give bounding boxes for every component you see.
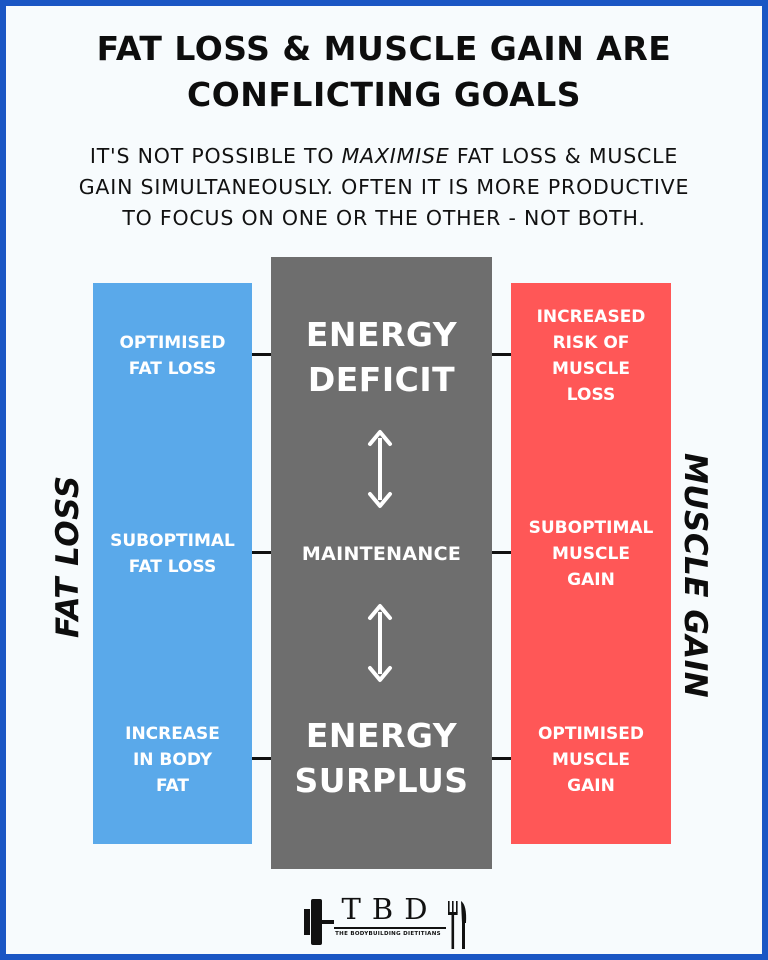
energy-deficit: ENERGY DEFICIT — [305, 315, 458, 399]
muscle-gain-side-label: MUSCLE GAIN — [677, 453, 713, 699]
maintenance: MAINTENANCE — [301, 543, 462, 565]
fat-loss-side-label: FAT LOSS — [50, 475, 86, 638]
title-line-2: CONFLICTING GOALS — [186, 75, 582, 114]
fat-loss-column — [93, 283, 252, 844]
double-arrow-icon — [368, 604, 392, 682]
muscle-gain-optimised: OPTIMISED MUSCLE GAIN — [537, 724, 645, 796]
energy-column — [271, 257, 492, 869]
muscle-loss-risk: INCREASED RISK OF MUSCLE LOSS — [536, 307, 646, 405]
fork-icon — [448, 901, 458, 949]
subtitle-pre: IT'S NOT POSSIBLE TO — [89, 144, 342, 168]
fat-loss-optimised: OPTIMISED FAT LOSS — [119, 333, 226, 379]
subtitle-line-2: GAIN SIMULTANEOUSLY. OFTEN IT IS MORE PR… — [78, 175, 690, 199]
connector-mid-right — [492, 551, 511, 554]
connector-bottom-left — [252, 757, 271, 760]
subtitle: IT'S NOT POSSIBLE TO MAXIMISE FAT LOSS &… — [20, 141, 748, 234]
connector-top-right — [492, 353, 511, 356]
double-arrow-icon — [368, 430, 392, 508]
subtitle-line-1: IT'S NOT POSSIBLE TO MAXIMISE FAT LOSS &… — [20, 141, 748, 172]
subtitle-post: FAT LOSS & MUSCLE — [449, 144, 679, 168]
energy-surplus: ENERGY SURPLUS — [294, 716, 469, 800]
connector-mid-left — [252, 551, 271, 554]
logo-letters: TBD — [341, 892, 439, 926]
subtitle-line-3: TO FOCUS ON ONE OR THE OTHER - NOT BOTH. — [122, 206, 646, 230]
knife-icon — [461, 901, 467, 949]
connector-bottom-right — [492, 757, 511, 760]
logo-subtitle: THE BODYBUILDING DIETITIANS — [335, 931, 441, 937]
page-title: FAT LOSS & MUSCLE GAIN ARE CONFLICTING G… — [0, 26, 768, 118]
fat-loss-increase-body-fat: INCREASE IN BODY FAT — [125, 724, 220, 796]
fat-loss-suboptimal: SUBOPTIMAL FAT LOSS — [110, 531, 235, 577]
connector-top-left — [252, 353, 271, 356]
logo-divider — [334, 927, 446, 929]
subtitle-emphasis: MAXIMISE — [341, 144, 450, 168]
muscle-gain-suboptimal: SUBOPTIMAL MUSCLE GAIN — [528, 518, 654, 590]
title-line-1: FAT LOSS & MUSCLE GAIN ARE — [96, 29, 672, 68]
tbd-logo: TBD THE BODYBUILDING DIETITIANS — [300, 893, 470, 951]
muscle-gain-column — [511, 283, 671, 844]
barbell-icon — [304, 899, 334, 945]
